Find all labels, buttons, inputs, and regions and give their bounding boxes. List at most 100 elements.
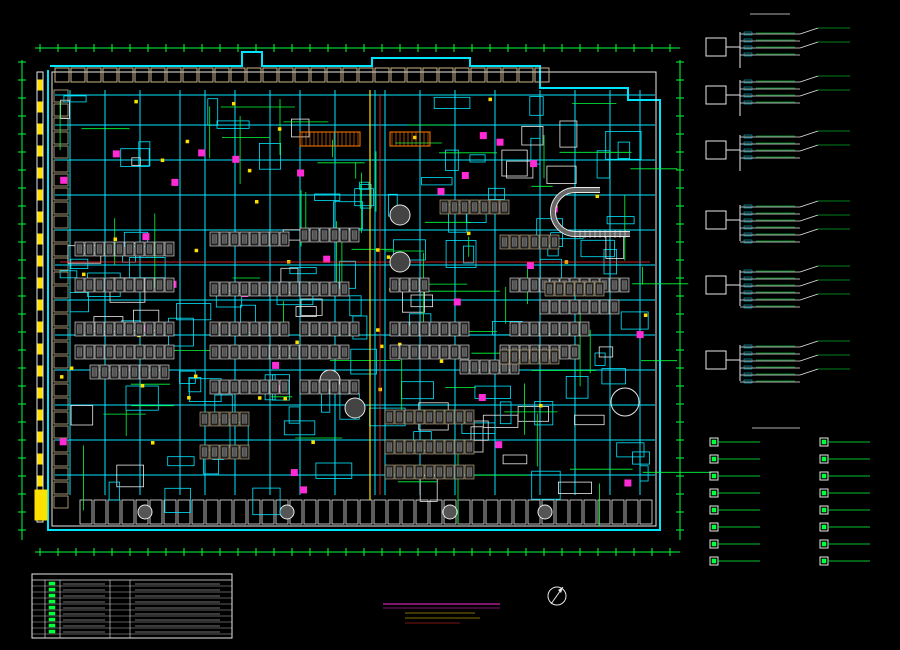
room-block <box>546 165 577 185</box>
left-room <box>53 397 69 411</box>
car <box>312 324 317 334</box>
car <box>142 367 147 377</box>
left-room <box>53 467 69 481</box>
room-block <box>639 465 649 482</box>
car <box>482 362 487 372</box>
equipment-marker <box>297 169 305 177</box>
breaker <box>743 38 753 43</box>
car <box>502 237 507 247</box>
room-block <box>216 120 250 129</box>
bottom-room <box>205 499 219 525</box>
car <box>547 284 552 294</box>
device-dot <box>231 101 236 106</box>
equipment-marker <box>526 262 534 269</box>
car <box>272 284 277 294</box>
perimeter-marker <box>37 277 43 289</box>
equipment-marker <box>478 394 486 401</box>
breaker <box>743 218 753 223</box>
car <box>222 382 227 392</box>
car <box>97 324 102 334</box>
car <box>542 237 547 247</box>
bottom-room <box>387 499 401 525</box>
car <box>332 382 337 392</box>
bottom-room <box>597 499 611 525</box>
riser-diagrams <box>705 27 870 566</box>
perimeter-marker <box>37 475 43 487</box>
left-room <box>53 313 69 327</box>
car <box>242 324 247 334</box>
car <box>137 244 142 254</box>
room-block <box>421 176 453 186</box>
car <box>322 382 327 392</box>
top-room <box>54 67 70 83</box>
left-room <box>53 425 69 439</box>
riser-panel <box>705 275 727 295</box>
inner-wall-outline <box>51 71 657 527</box>
car <box>387 412 392 422</box>
car <box>212 447 217 457</box>
branch-lead <box>799 75 819 83</box>
room-block <box>445 149 459 171</box>
car <box>282 382 287 392</box>
device-dot <box>160 158 165 163</box>
breaker <box>743 100 753 105</box>
bottom-room <box>471 499 485 525</box>
car <box>492 202 497 212</box>
car <box>437 412 442 422</box>
car <box>212 284 217 294</box>
car <box>157 244 162 254</box>
bottom-room <box>219 499 233 525</box>
room-block <box>70 405 94 426</box>
car <box>437 442 442 452</box>
car <box>427 412 432 422</box>
top-room <box>70 67 86 83</box>
breaker <box>743 45 753 50</box>
top-room <box>342 67 358 83</box>
panel-icon-fill <box>821 558 827 564</box>
perimeter-marker <box>37 387 43 399</box>
left-room <box>53 201 69 215</box>
device-dot <box>140 384 145 388</box>
car <box>567 284 572 294</box>
car <box>242 234 247 244</box>
room-block <box>419 475 438 502</box>
compass-north-icon <box>547 586 567 606</box>
car <box>577 284 582 294</box>
left-room <box>53 299 69 313</box>
room-block <box>539 258 562 282</box>
car <box>242 382 247 392</box>
car <box>542 352 547 362</box>
device-dot <box>539 403 543 408</box>
room-block <box>506 160 534 179</box>
car <box>102 367 107 377</box>
room-block <box>558 481 593 495</box>
car <box>332 230 337 240</box>
room-block <box>580 239 615 258</box>
bottom-ramp <box>137 504 153 520</box>
branch-lead <box>799 89 819 97</box>
breaker <box>743 304 753 309</box>
room-block <box>164 487 191 513</box>
left-room <box>53 117 69 131</box>
car <box>97 347 102 357</box>
car <box>137 280 142 290</box>
device-dot <box>257 396 262 400</box>
panel-icon-fill <box>821 507 827 513</box>
breaker <box>743 358 753 363</box>
car <box>402 347 407 357</box>
car <box>572 347 577 357</box>
device-dot <box>376 328 380 332</box>
equipment-marker <box>437 187 445 195</box>
car <box>587 284 592 294</box>
room-block <box>359 184 372 209</box>
breaker <box>743 93 753 98</box>
room-block <box>401 290 425 313</box>
car <box>472 202 477 212</box>
legend-symbol <box>48 587 56 592</box>
car <box>242 414 247 424</box>
car <box>147 324 152 334</box>
room-block <box>176 303 212 321</box>
room-block <box>473 420 489 441</box>
perimeter-marker <box>37 167 43 179</box>
